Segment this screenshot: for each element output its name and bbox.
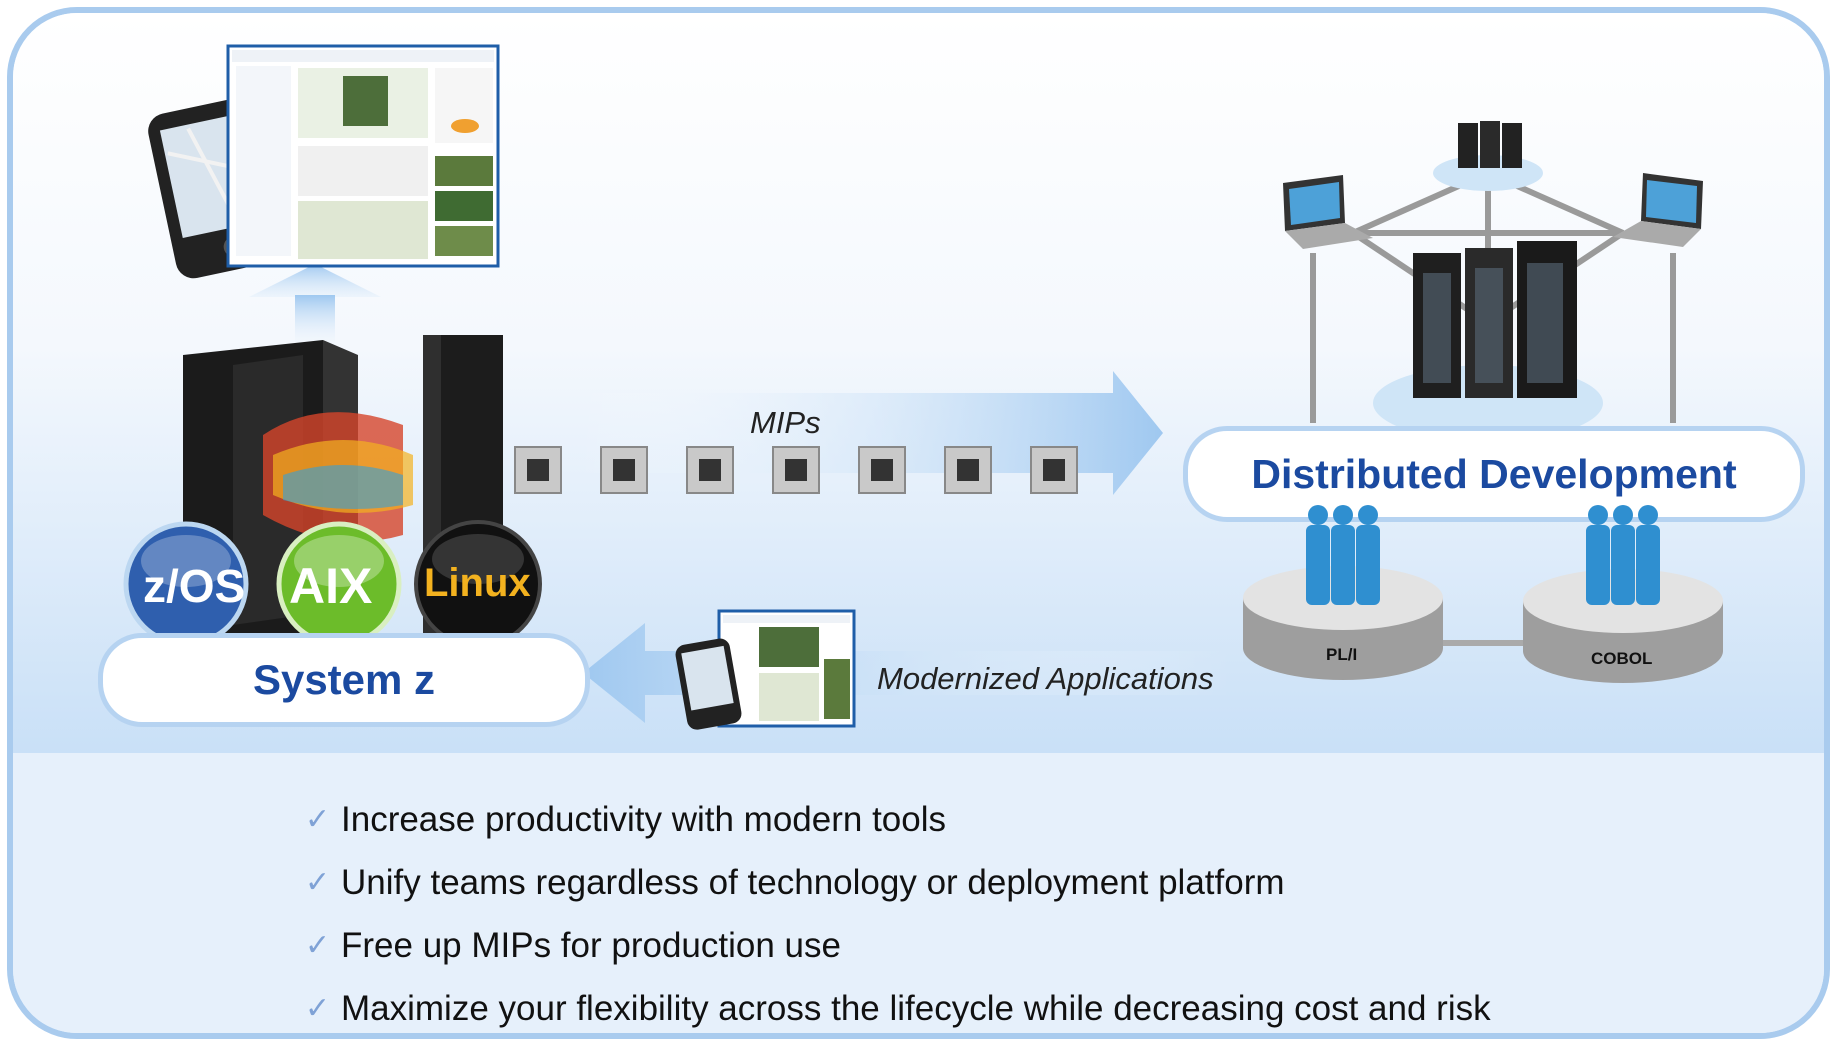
list-item: ✓Increase productivity with modern tools: [305, 799, 946, 839]
aix-label: AIX: [289, 558, 373, 614]
mips-label: MIPs: [750, 405, 821, 440]
benefits-area: [13, 753, 1824, 1033]
modernized-app-icon: [675, 609, 856, 730]
check-icon: ✓: [305, 992, 331, 1025]
modernized-applications-label: Modernized Applications: [877, 661, 1214, 696]
laptop-icon: [1613, 173, 1703, 247]
processor-chip-row: [514, 446, 1078, 494]
processor-chip-icon: [600, 446, 648, 494]
distributed-network: [1283, 121, 1703, 441]
people-group-icon: [1586, 505, 1660, 605]
processor-chip-icon: [514, 446, 562, 494]
processor-chip-icon: [1030, 446, 1078, 494]
processor-chip-icon: [772, 446, 820, 494]
aix-badge-icon: [276, 521, 402, 647]
check-icon: ✓: [305, 866, 331, 899]
processor-chip-icon: [686, 446, 734, 494]
check-icon: ✓: [305, 803, 331, 836]
zos-label: z/OS: [143, 560, 246, 612]
system-z-label: System z: [98, 633, 590, 727]
web-app-screenshot-icon: [226, 44, 500, 268]
team-databases: [1243, 505, 1723, 683]
distributed-development-label: Distributed Development: [1183, 426, 1805, 522]
check-icon: ✓: [305, 929, 331, 962]
zos-badge-icon: [123, 521, 249, 647]
pli-label: PL/I: [1326, 645, 1358, 664]
processor-chip-icon: [944, 446, 992, 494]
benefits-list: ✓Increase productivity with modern tools…: [305, 788, 1491, 1033]
list-item: ✓Unify teams regardless of technology or…: [305, 862, 1285, 902]
laptop-icon: [1283, 175, 1373, 249]
list-item: ✓Maximize your flexibility across the li…: [305, 988, 1491, 1028]
modernized-arrow: [583, 623, 1233, 723]
people-group-icon: [1306, 505, 1380, 605]
server-rack-icon: [1413, 241, 1577, 398]
server-rack-icon: [1458, 121, 1522, 168]
linux-label: Linux: [424, 561, 531, 605]
processor-chip-icon: [858, 446, 906, 494]
linux-badge-icon: [414, 520, 542, 648]
list-item: ✓Free up MIPs for production use: [305, 925, 841, 965]
diagram-frame: z/OS AIX Linux System z MIPs: [7, 7, 1830, 1039]
cobol-label: COBOL: [1591, 649, 1653, 668]
